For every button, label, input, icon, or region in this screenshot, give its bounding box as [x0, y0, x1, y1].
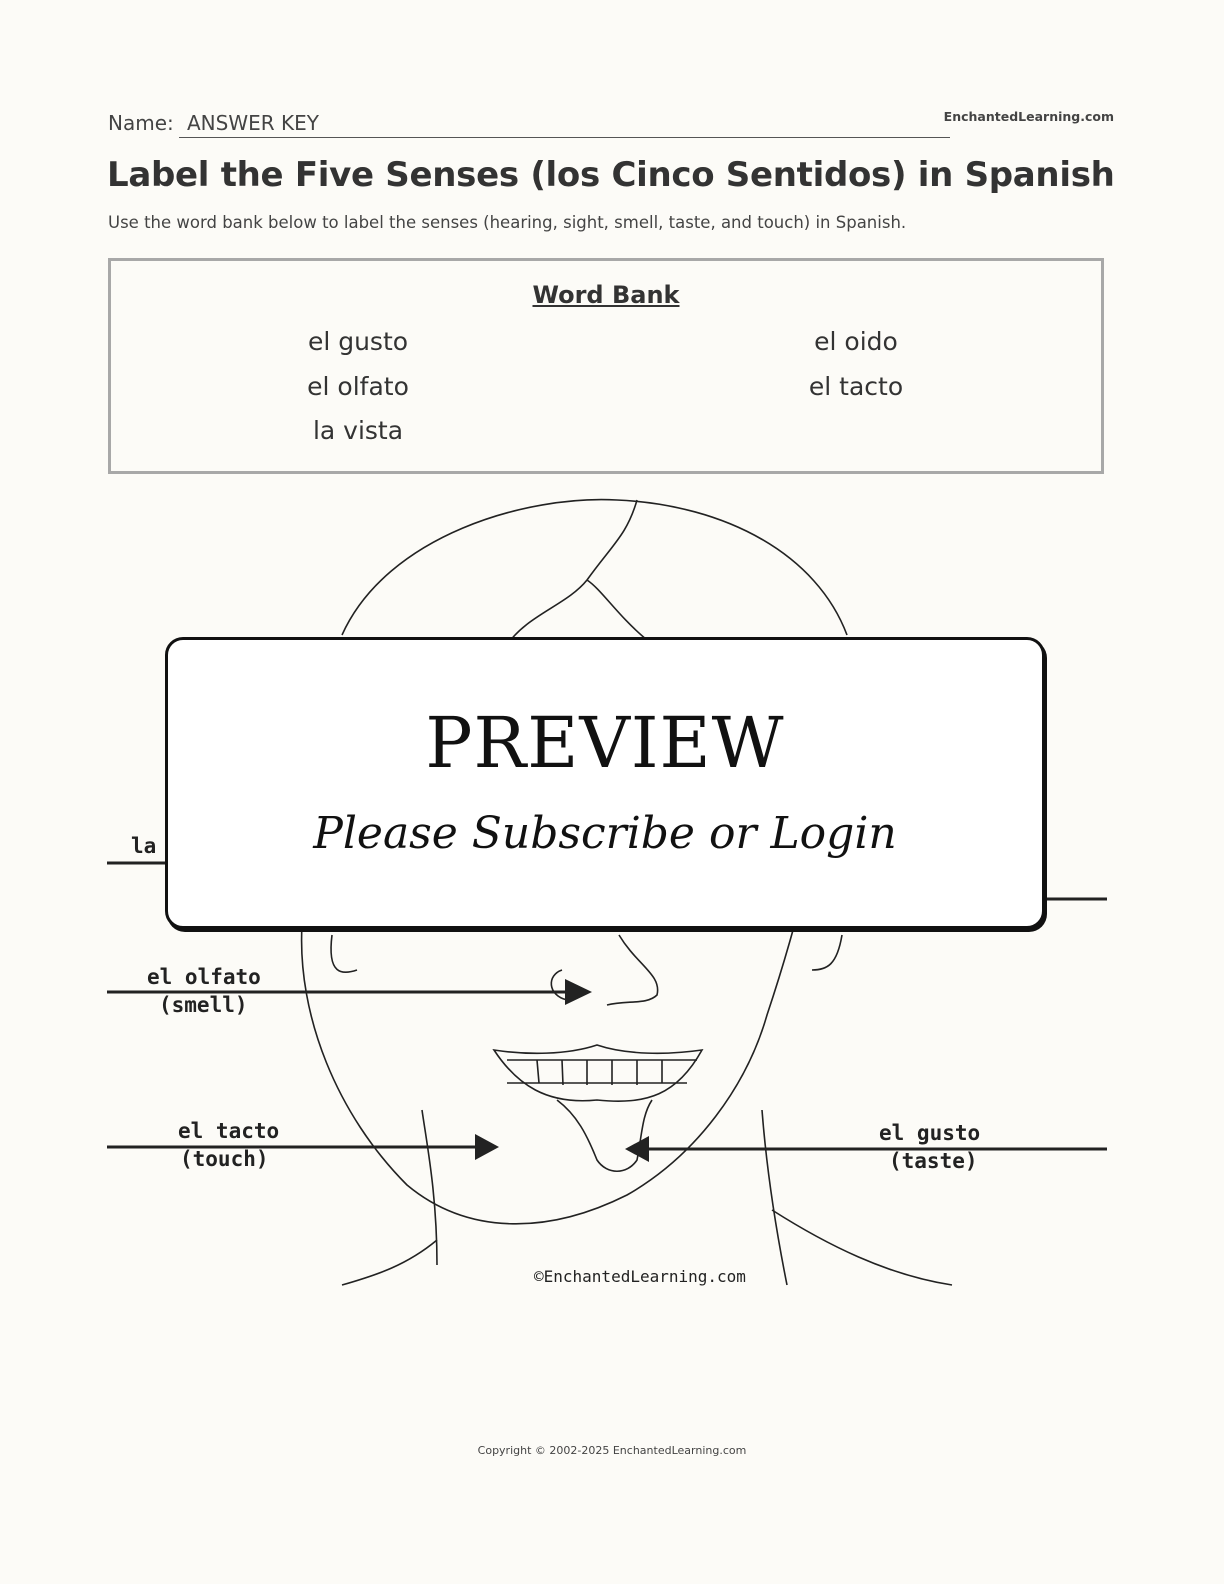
arrows — [107, 861, 1107, 1162]
label-touch-es: el tacto — [178, 1119, 279, 1143]
brand-link[interactable]: EnchantedLearning.com — [943, 109, 1114, 124]
word-bank-item: la vista — [312, 416, 404, 445]
instructions: Use the word bank below to label the sen… — [108, 213, 907, 232]
label-taste-es: el gusto — [879, 1121, 980, 1145]
face-illustration: la el olfato (smell) el tacto (touch) el… — [107, 498, 1107, 1286]
arrow-head-taste — [625, 1136, 649, 1162]
word-bank-item: el gusto — [307, 327, 409, 356]
word-bank-title: Word Bank — [532, 281, 680, 309]
word-bank-item: el olfato — [307, 372, 409, 401]
preview-overlay[interactable]: PREVIEW Please Subscribe or Login — [165, 637, 1045, 929]
name-label: Name: — [108, 111, 174, 135]
face-drawing — [300, 498, 953, 1286]
page-title: Label the Five Senses (los Cinco Sentido… — [107, 155, 1115, 195]
arrow-head-touch — [475, 1134, 499, 1160]
word-bank: Word Bank el gusto el olfato la vista el… — [108, 258, 1104, 474]
subscribe-login-link[interactable]: Please Subscribe or Login — [313, 808, 897, 859]
label-touch-en: (touch) — [180, 1147, 269, 1171]
label-taste-en: (taste) — [889, 1149, 978, 1173]
name-field[interactable]: ANSWER KEY — [179, 111, 950, 138]
word-bank-item: el tacto — [808, 372, 904, 401]
label-smell-en: (smell) — [159, 993, 248, 1017]
word-bank-item: el oido — [814, 327, 898, 356]
label-partial-vista: la — [131, 834, 156, 858]
illustration-credit: ©EnchantedLearning.com — [534, 1267, 746, 1286]
footer-copyright: Copyright © 2002-2025 EnchantedLearning.… — [477, 1444, 747, 1457]
preview-title: PREVIEW — [425, 702, 785, 784]
arrow-head-smell — [565, 979, 592, 1005]
label-smell-es: el olfato — [147, 965, 261, 989]
